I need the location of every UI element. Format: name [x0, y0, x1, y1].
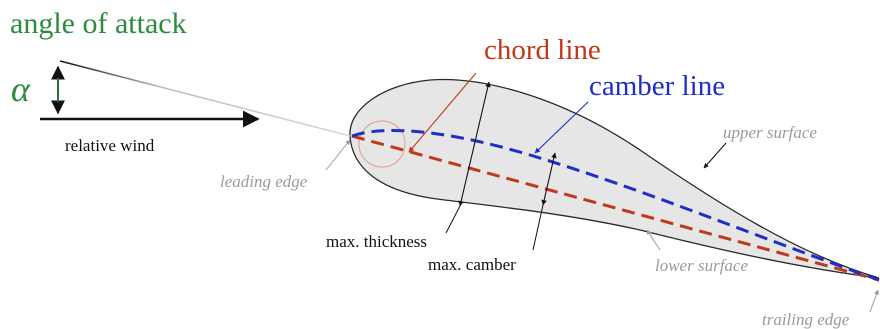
leading-edge-label: leading edge: [220, 172, 308, 191]
alpha-symbol: α: [11, 69, 31, 109]
trailing-edge-label: trailing edge: [762, 310, 850, 329]
max-thickness-label: max. thickness: [326, 232, 427, 251]
chord-line-label: chord line: [484, 34, 601, 66]
trailing-edge-pointer: [869, 289, 879, 313]
lower-surface-pointer: [646, 229, 661, 251]
angle-of-attack-label: angle of attack: [10, 7, 187, 40]
max-camber-leader: [532, 204, 544, 251]
leading-edge-pointer: [325, 139, 351, 171]
camber-line: [351, 128, 880, 282]
leading-edge-circle: [358, 120, 406, 168]
max-camber-label: max. camber: [428, 255, 516, 274]
lower-surface-label: lower surface: [655, 256, 748, 275]
upper-surface-label: upper surface: [723, 123, 817, 142]
upper-surface-pointer: [703, 142, 727, 169]
max-thickness-arrow: [458, 81, 491, 207]
camber-line-label: camber line: [589, 70, 725, 102]
relative-wind-label: relative wind: [65, 136, 155, 155]
max-thickness-leader: [445, 205, 461, 234]
camber-line-pointer: [534, 101, 589, 154]
chord-line: [351, 134, 880, 282]
airfoil-shape: [349, 78, 880, 279]
max-camber-arrow: [541, 152, 557, 206]
chord-extension-line: [59, 60, 351, 137]
